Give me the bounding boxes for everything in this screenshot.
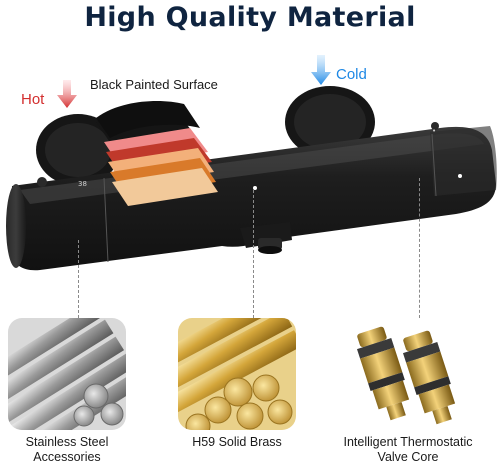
surface-label: Black Painted Surface: [90, 77, 218, 92]
guide-line-valve: [419, 178, 420, 318]
brass-rods-icon: [178, 318, 296, 430]
guide-line-steel: [78, 240, 79, 318]
cold-arrow-icon: [311, 55, 331, 85]
guide-line-brass: [253, 190, 254, 318]
material-thumb-brass: [178, 318, 296, 430]
steel-rods-icon: [8, 318, 126, 430]
valve-core-icon: [348, 318, 466, 430]
cold-label: Cold: [336, 66, 367, 83]
material-caption-valve-core: Intelligent Thermostatic Valve Core: [330, 435, 486, 465]
hot-arrow-icon: [57, 80, 77, 108]
thermostatic-valve-illustration: 38 •: [6, 86, 497, 271]
material-caption-brass: H59 Solid Brass: [170, 435, 304, 450]
material-caption-steel: Stainless Steel Accessories: [0, 435, 134, 465]
page-title: High Quality Material: [84, 2, 416, 33]
caption-line-2: Accessories: [33, 450, 101, 464]
material-thumb-steel: [8, 318, 126, 430]
material-thumb-valve-core: [348, 318, 466, 430]
caption-line-1: Stainless Steel: [25, 435, 109, 449]
hot-label: Hot: [21, 91, 45, 108]
caption-line-1: H59 Solid Brass: [192, 435, 282, 449]
caption-line-2: Valve Core: [377, 450, 439, 464]
svg-text:•: •: [432, 127, 436, 135]
caption-line-1: Intelligent Thermostatic: [343, 435, 473, 449]
svg-text:38: 38: [78, 180, 87, 188]
